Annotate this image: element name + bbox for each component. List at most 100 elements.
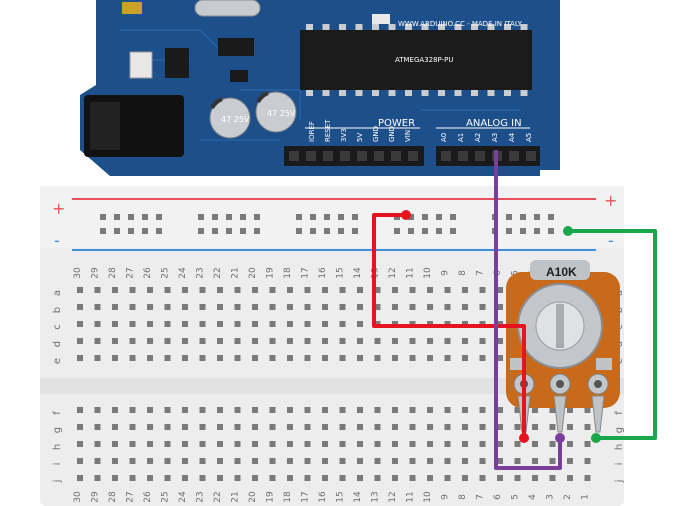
breadboard-hole xyxy=(182,321,188,327)
breadboard-hole xyxy=(444,287,451,293)
column-label: 24 xyxy=(178,491,188,503)
breadboard-hole xyxy=(549,475,556,481)
breadboard-hole xyxy=(129,407,136,413)
rail-hole xyxy=(338,214,344,220)
breadboard-hole xyxy=(269,407,276,413)
breadboard-hole xyxy=(322,338,328,344)
breadboard-hole xyxy=(217,338,223,344)
breadboard-hole xyxy=(269,475,276,481)
rail-hole xyxy=(296,228,302,234)
potentiometer-top-bracket xyxy=(530,260,590,280)
chip-pin xyxy=(372,24,379,30)
rail-minus-right: - xyxy=(608,231,614,250)
pin-label: A5 xyxy=(525,133,533,142)
breadboard-hole xyxy=(164,287,171,293)
pin-label: A2 xyxy=(474,133,482,142)
rail-hole xyxy=(408,228,414,234)
breadboard-hole xyxy=(252,424,258,430)
rail-hole xyxy=(198,228,204,234)
chip-pin xyxy=(421,90,429,96)
header-hole xyxy=(306,151,316,161)
column-label: 30 xyxy=(73,491,83,503)
breadboard-hole xyxy=(584,475,591,481)
breadboard-hole xyxy=(252,355,258,361)
breadboard-hole xyxy=(287,355,293,361)
breadboard-hole xyxy=(357,287,363,293)
breadboard-hole xyxy=(199,338,206,344)
row-label: h xyxy=(52,444,63,450)
breadboard-hole xyxy=(77,287,83,293)
rail-hole xyxy=(422,214,428,220)
breadboard-hole xyxy=(217,424,223,430)
breadboard-hole xyxy=(479,287,486,293)
row-label: b xyxy=(52,307,63,313)
rail-hole xyxy=(548,228,554,234)
chip-pin xyxy=(405,24,412,30)
breadboard-hole xyxy=(77,338,83,344)
breadboard-hole xyxy=(252,321,258,327)
chip-pin xyxy=(421,24,429,30)
breadboard-hole xyxy=(339,424,346,430)
breadboard-hole xyxy=(409,475,416,481)
breadboard-hole xyxy=(94,321,101,327)
breadboard-hole xyxy=(234,407,241,413)
breadboard-hole xyxy=(427,304,433,310)
breadboard-hole xyxy=(497,407,503,413)
row-label: f xyxy=(52,411,63,415)
chip-pin xyxy=(405,90,412,96)
breadboard-hole xyxy=(497,338,503,344)
breadboard-hole xyxy=(409,304,416,310)
rail-hole xyxy=(128,228,134,234)
breadboard-hole xyxy=(584,441,591,447)
chip-pin xyxy=(487,90,495,96)
row-label: g xyxy=(614,427,625,433)
breadboard-hole xyxy=(392,458,398,464)
breadboard-hole xyxy=(147,458,153,464)
rail-hole xyxy=(226,228,232,234)
header-hole xyxy=(374,151,384,161)
breadboard-hole xyxy=(94,287,101,293)
breadboard-hole xyxy=(567,441,573,447)
potentiometer-terminals xyxy=(513,373,609,395)
breadboard-hole xyxy=(497,304,503,310)
rail-hole xyxy=(394,228,400,234)
arduino-board: ATMEGA328P-PU WWW.ARDUINO.CC - MADE IN I… xyxy=(80,0,560,176)
column-label: 12 xyxy=(388,267,398,278)
breadboard-hole xyxy=(497,355,503,361)
header-hole xyxy=(458,151,468,161)
column-label: 25 xyxy=(161,267,171,278)
breadboard-hole xyxy=(479,441,486,447)
rail-hole xyxy=(128,214,134,220)
row-label: d xyxy=(52,341,63,347)
breadboard-hole xyxy=(164,458,171,464)
breadboard-hole xyxy=(462,407,468,413)
breadboard-hole xyxy=(532,407,538,413)
breadboard-hole xyxy=(112,475,118,481)
breadboard-hole xyxy=(112,458,118,464)
pin-label: 3V3 xyxy=(340,128,348,142)
breadboard-hole xyxy=(269,458,276,464)
chip-pin xyxy=(520,24,528,30)
rail-hole xyxy=(422,228,428,234)
pin-label: A4 xyxy=(508,132,516,142)
pin-label: IOREF xyxy=(308,121,316,142)
wire-green-gnd xyxy=(568,229,657,440)
breadboard-hole xyxy=(462,338,468,344)
breadboard-hole xyxy=(287,304,293,310)
breadboard-hole xyxy=(549,424,556,430)
chip-pin xyxy=(504,24,511,30)
breadboard-hole xyxy=(479,407,486,413)
breadboard-hole xyxy=(339,321,346,327)
breadboard-hole xyxy=(497,287,503,293)
breadboard-hole xyxy=(532,441,538,447)
breadboard-hole xyxy=(392,338,398,344)
column-label: 14 xyxy=(353,491,363,503)
breadboard-hole xyxy=(514,441,521,447)
column-label: 21 xyxy=(231,267,241,278)
breadboard-hole xyxy=(164,407,171,413)
center-channel xyxy=(40,378,624,394)
breadboard-hole xyxy=(479,338,486,344)
column-label: 6 xyxy=(493,494,503,500)
chip-pin xyxy=(322,24,330,30)
